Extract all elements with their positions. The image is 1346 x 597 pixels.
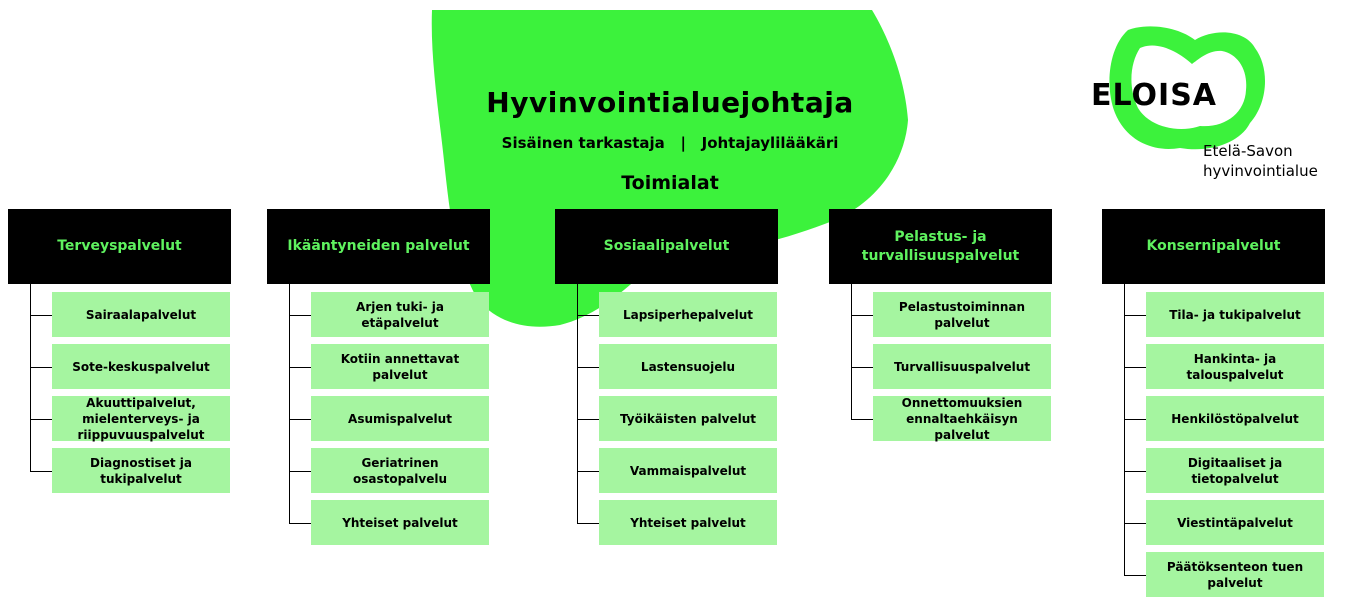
connector-vertical <box>289 284 290 523</box>
service-box: Yhteiset palvelut <box>311 500 489 545</box>
service-box: Henkilöstöpalvelut <box>1146 396 1324 441</box>
connector-horizontal <box>577 522 599 524</box>
service-box: Lastensuojelu <box>599 344 777 389</box>
connector-vertical <box>1124 284 1125 575</box>
connector-horizontal <box>851 366 873 368</box>
service-box: Diagnostiset ja tukipalvelut <box>52 448 230 493</box>
connector-vertical <box>30 284 31 471</box>
service-box: Akuuttipalvelut, mielenterveys- ja riipp… <box>52 396 230 442</box>
service-box: Geriatrinen osastopalvelu <box>311 448 489 493</box>
service-box: Hankinta- ja talouspalvelut <box>1146 344 1324 389</box>
connector-horizontal <box>30 314 52 316</box>
connector-horizontal <box>1124 418 1146 420</box>
connector-horizontal <box>289 418 311 420</box>
service-box: Päätöksenteon tuen palvelut <box>1146 552 1324 597</box>
connector-horizontal <box>289 522 311 524</box>
eloisa-logo-shape <box>1109 26 1266 150</box>
connector-horizontal <box>1124 314 1146 316</box>
connector-horizontal <box>577 418 599 420</box>
column-header: Ikääntyneiden palvelut <box>267 209 490 284</box>
service-box: Työikäisten palvelut <box>599 396 777 441</box>
connector-horizontal <box>30 470 52 472</box>
service-box: Sote-keskuspalvelut <box>52 344 230 389</box>
connector-horizontal <box>1124 470 1146 472</box>
service-box: Sairaalapalvelut <box>52 292 230 337</box>
connector-horizontal <box>289 470 311 472</box>
connector-vertical <box>851 284 852 419</box>
connector-horizontal <box>1124 366 1146 368</box>
logo-subtitle-2: hyvinvointialue <box>1203 162 1318 180</box>
service-box: Turvallisuuspalvelut <box>873 344 1051 389</box>
connector-horizontal <box>577 366 599 368</box>
column-header: Terveyspalvelut <box>8 209 231 284</box>
connector-horizontal <box>577 314 599 316</box>
connector-horizontal <box>851 314 873 316</box>
service-box: Tila- ja tukipalvelut <box>1146 292 1324 337</box>
connector-horizontal <box>30 366 52 368</box>
service-box: Digitaaliset ja tietopalvelut <box>1146 448 1324 493</box>
section-title: Toimialat <box>621 172 719 194</box>
column-header: Pelastus- ja turvallisuuspalvelut <box>829 209 1052 284</box>
connector-horizontal <box>289 366 311 368</box>
service-box: Lapsiperhepalvelut <box>599 292 777 337</box>
connector-vertical <box>577 284 578 523</box>
org-head-title: Hyvinvointialuejohtaja <box>486 86 854 119</box>
service-box: Asumispalvelut <box>311 396 489 441</box>
service-box: Pelastustoiminnan palvelut <box>873 292 1051 337</box>
service-box: Kotiin annettavat palvelut <box>311 344 489 389</box>
connector-horizontal <box>289 314 311 316</box>
service-box: Onnettomuuksien ennaltaehkäisyn palvelut <box>873 396 1051 442</box>
column-header: Konsernipalvelut <box>1102 209 1325 284</box>
service-box: Viestintäpalvelut <box>1146 500 1324 545</box>
connector-horizontal <box>1124 522 1146 524</box>
logo-subtitle-1: Etelä-Savon <box>1203 142 1293 160</box>
connector-horizontal <box>851 418 873 420</box>
service-box: Yhteiset palvelut <box>599 500 777 545</box>
connector-horizontal <box>1124 574 1146 576</box>
column-header: Sosiaalipalvelut <box>555 209 778 284</box>
service-box: Arjen tuki- ja etäpalvelut <box>311 292 489 337</box>
logo-wordmark: ELOISA <box>1091 78 1218 113</box>
connector-horizontal <box>30 418 52 420</box>
connector-horizontal <box>577 470 599 472</box>
service-box: Vammaispalvelut <box>599 448 777 493</box>
org-head-subtitle: Sisäinen tarkastaja | Johtajaylilääkäri <box>501 134 839 152</box>
